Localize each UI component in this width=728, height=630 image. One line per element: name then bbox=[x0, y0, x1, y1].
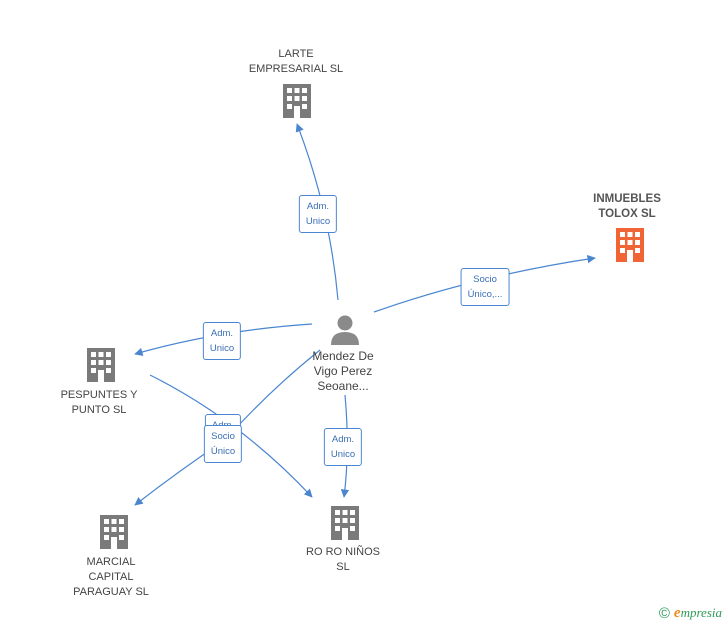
building-icon bbox=[100, 515, 128, 549]
building-icon bbox=[87, 348, 115, 382]
node-label-marcial[interactable]: MARCIAL CAPITAL PARAGUAY SL bbox=[73, 556, 149, 598]
node-label-inmuebles[interactable]: INMUEBLES TOLOX SL bbox=[593, 193, 661, 220]
edge-label-larte[interactable]: Adm. Unico bbox=[298, 195, 338, 233]
building-icon bbox=[283, 84, 311, 118]
node-label-larte[interactable]: LARTE EMPRESARIAL SL bbox=[248, 48, 344, 75]
person-icon bbox=[331, 315, 359, 345]
copyright-icon: © bbox=[658, 605, 670, 622]
building-icon-highlight bbox=[616, 228, 644, 262]
brand-footer[interactable]: © empresia bbox=[659, 605, 722, 622]
edge-label-marcial-socio[interactable]: Socio Único bbox=[203, 425, 243, 463]
node-label-person[interactable]: Mendez De Vigo Perez Seoane... bbox=[312, 349, 374, 393]
node-label-roro[interactable]: RO RO NIÑOS SL bbox=[306, 546, 380, 573]
edge-label-inmuebles[interactable]: Socio Único,... bbox=[460, 268, 510, 306]
node-label-pespuntes[interactable]: PESPUNTES Y PUNTO SL bbox=[60, 389, 138, 416]
edge-label-roro[interactable]: Adm. Unico bbox=[323, 428, 363, 466]
brand-logo: empresia bbox=[673, 605, 722, 621]
edge-label-pespuntes[interactable]: Adm. Unico bbox=[202, 322, 242, 360]
building-icon bbox=[331, 506, 359, 540]
